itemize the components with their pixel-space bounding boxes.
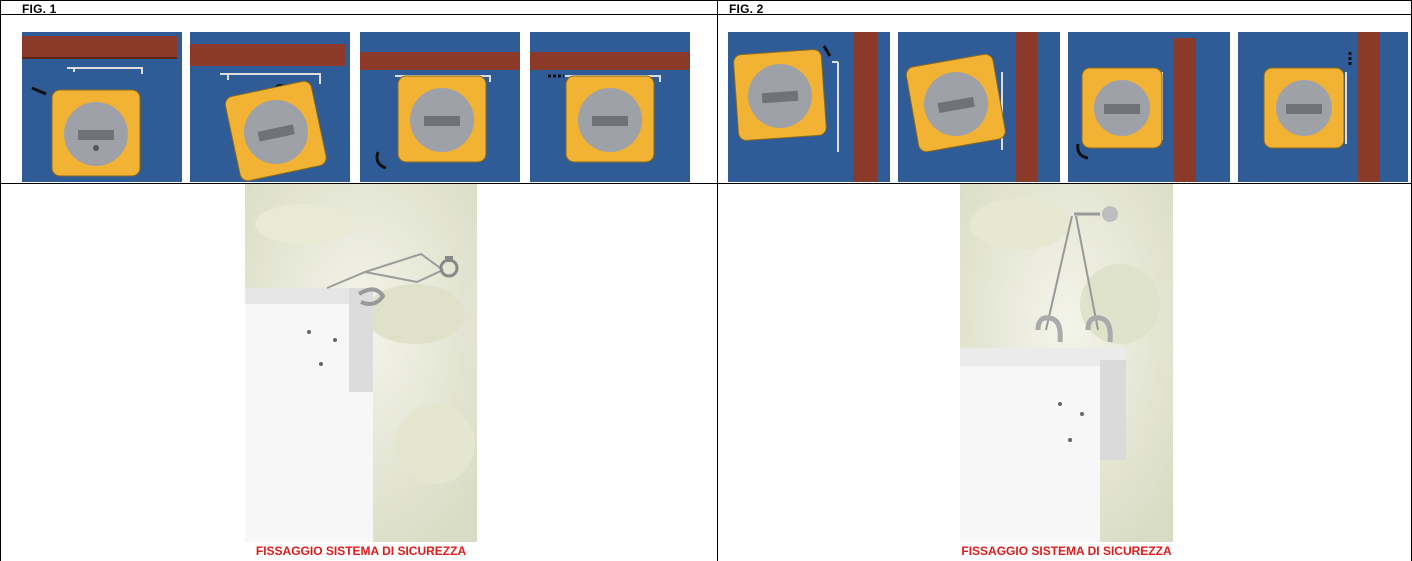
fig-1-step-3 [360,32,520,182]
fig-2-step-4 [1238,32,1408,182]
fig-2-step-2 [898,32,1060,182]
fig-1-label: FIG. 1 [22,2,57,16]
table-border-middle [717,0,718,561]
fig-1-step-1 [22,32,182,182]
table-border-left [0,0,1,561]
fig-1-step-4 [530,32,690,182]
fig-2-label: FIG. 2 [729,2,764,16]
table-border-row1 [0,14,1412,15]
fig-1-step-2 [190,32,350,182]
fig-2-step-3 [1068,32,1230,182]
fig-2-step-1 [728,32,890,182]
table-border-top [0,0,1412,1]
fig-2-caption: FISSAGGIO SISTEMA DI SICUREZZA [960,544,1173,558]
table-border-row2 [0,183,1412,184]
fig-1-safety-photo [245,184,477,542]
fig-2-safety-photo [960,184,1173,542]
fig-1-caption: FISSAGGIO SISTEMA DI SICUREZZA [245,544,477,558]
